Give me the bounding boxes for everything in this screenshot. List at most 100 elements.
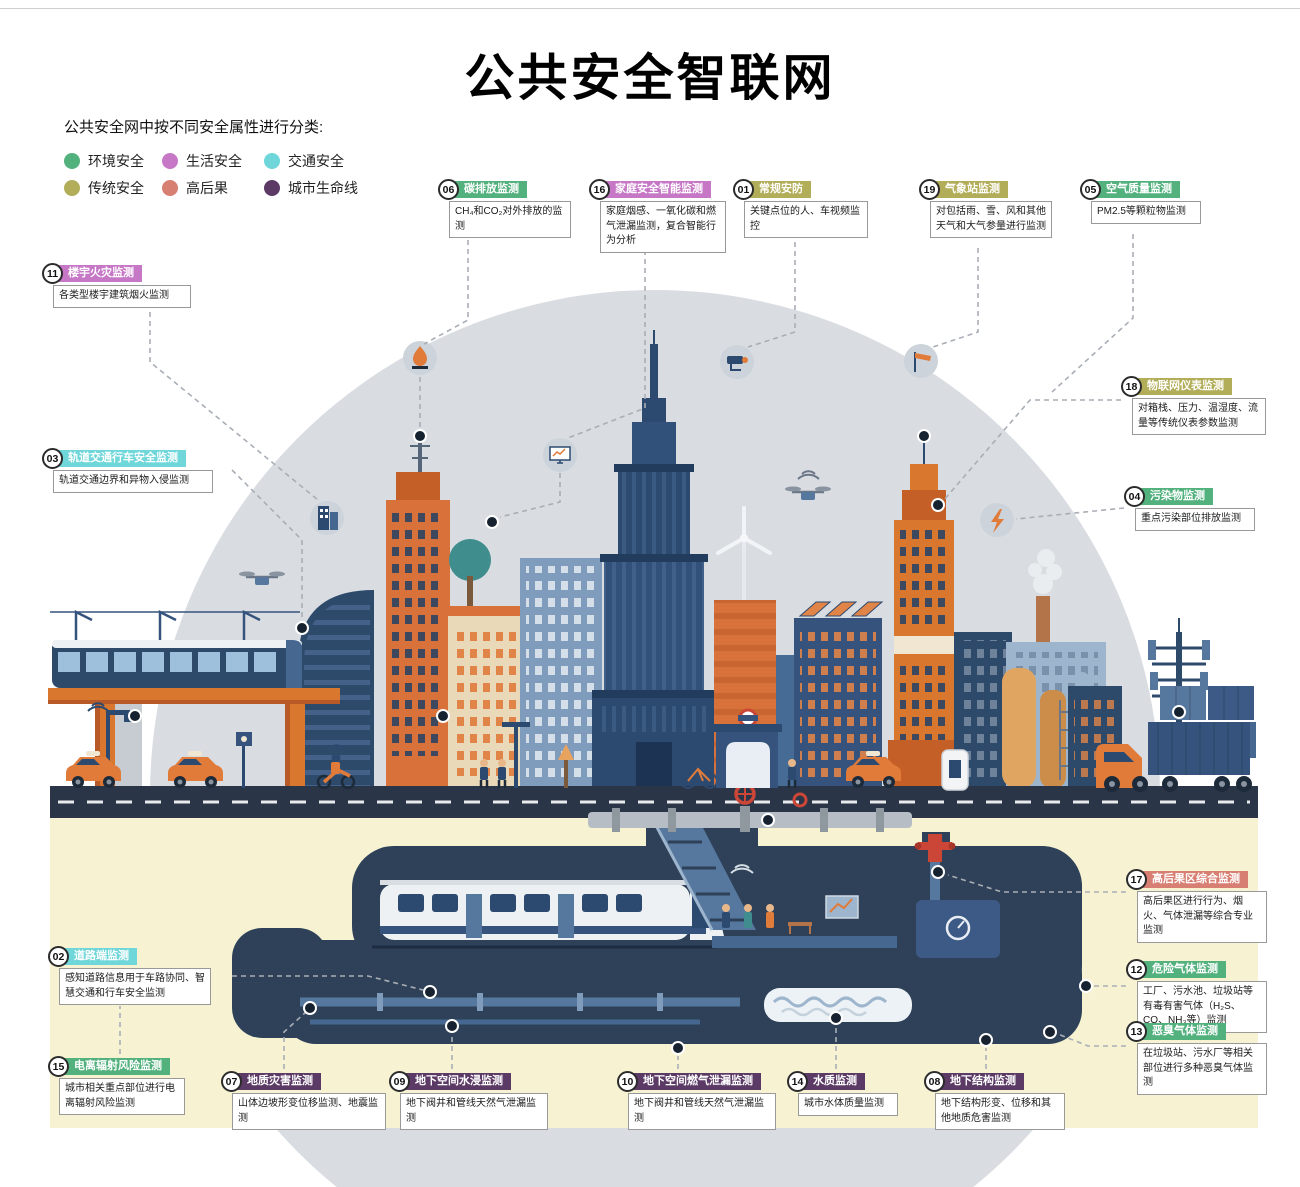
cctv-icon — [720, 345, 754, 379]
callout-building-fire: 11 楼宇火灾监测 各类型楼宇建筑烟火监测 — [42, 263, 191, 308]
monitor-icon — [543, 438, 577, 472]
callout-roadside: 02 道路端监测 感知道路信息用于车路协同、智慧交通和行车安全监测 — [48, 946, 211, 1005]
callout-title: 空气质量监测 — [1092, 181, 1180, 198]
hydrant — [914, 834, 956, 862]
legend: 环境安全 生活安全 交通安全 传统安全 高后果 城市生命线 — [64, 147, 384, 201]
number-badge: 10 — [617, 1071, 638, 1092]
water-pool — [764, 988, 912, 1022]
callout-high-consequence-zone: 17 高后果区综合监测 高后果区进行行为、烟火、气体泄漏等综合专业监测 — [1126, 869, 1267, 943]
callout-conventional-security: 01 常规安防 关键点位的人、车视频监控 — [733, 179, 868, 238]
callout-desc: 城市水体质量监测 — [798, 1093, 898, 1116]
legend-label: 城市生命线 — [288, 179, 358, 196]
callout-odor-gas: 13 恶臭气体监测 在垃圾站、污水厂等相关部位进行多种恶臭气体监测 — [1126, 1021, 1267, 1095]
callout-title: 道路端监测 — [60, 948, 137, 965]
callout-desc: 城市相关重点部位进行电离辐射风险监测 — [59, 1078, 185, 1115]
callout-title: 地下结构监测 — [936, 1073, 1024, 1090]
icon-badges — [239, 341, 1014, 585]
callout-underground-gas-leak: 10 地下空间燃气泄漏监测 地下阀井和管线天然气泄漏监测 — [617, 1071, 776, 1130]
number-badge: 16 — [589, 179, 610, 200]
callout-title: 碳排放监测 — [450, 181, 527, 198]
building-icon — [310, 501, 344, 535]
callout-desc: 地下结构形变、位移和其他地质危害监测 — [935, 1093, 1065, 1130]
callout-desc: 关键点位的人、车视频监控 — [744, 201, 868, 238]
callout-title: 水质监测 — [799, 1073, 865, 1090]
callout-desc: 轨道交通边界和异物入侵监测 — [53, 470, 213, 493]
legend-item-life: 生活安全 — [162, 147, 264, 174]
street-props — [66, 702, 1252, 792]
callout-title: 气象站监测 — [931, 181, 1008, 198]
callout-desc: 山体边坡形变位移监测、地震监测 — [232, 1093, 386, 1130]
callout-iot-meters: 18 物联网仪表监测 对箱栈、压力、温湿度、流量等传统仪表参数监测 — [1121, 376, 1266, 435]
legend-color-dot — [162, 152, 178, 169]
windsock-icon — [904, 344, 938, 378]
legend-color-dot — [162, 179, 178, 196]
number-badge: 07 — [221, 1071, 242, 1092]
callout-water-quality: 14 水质监测 城市水体质量监测 — [787, 1071, 898, 1116]
number-badge: 01 — [733, 179, 754, 200]
legend-item-traditional: 传统安全 — [64, 174, 162, 201]
classification-note: 公共安全网中按不同安全属性进行分类: — [64, 119, 324, 136]
number-badge: 06 — [438, 179, 459, 200]
legend-item-traffic: 交通安全 — [264, 147, 384, 174]
callout-title: 轨道交通行车安全监测 — [54, 450, 186, 467]
callout-title: 污染物监测 — [1136, 488, 1213, 505]
monorail-train — [52, 640, 302, 688]
legend-label: 传统安全 — [88, 179, 144, 196]
callout-desc: 在垃圾站、污水厂等相关部位进行多种恶臭气体监测 — [1137, 1043, 1267, 1095]
callout-desc: 地下阀井和管线天然气泄漏监测 — [400, 1093, 548, 1130]
number-badge: 14 — [787, 1071, 808, 1092]
scooter — [316, 744, 356, 790]
callout-title: 地质灾害监测 — [233, 1073, 321, 1090]
callout-home-safety: 16 家庭安全智能监测 家庭烟感、一氧化碳和燃气泄漏监测，复合智能行为分析 — [589, 179, 726, 253]
callout-title: 常规安防 — [745, 181, 811, 198]
callout-title: 地下空间燃气泄漏监测 — [629, 1073, 761, 1090]
connector-lines — [119, 224, 1134, 1069]
number-badge: 18 — [1121, 376, 1142, 397]
callout-carbon-emission: 06 碳排放监测 CH₄和CO₂对外排放的监测 — [438, 179, 571, 238]
callout-desc: 家庭烟感、一氧化碳和燃气泄漏监测，复合智能行为分析 — [600, 201, 726, 253]
callout-desc: CH₄和CO₂对外排放的监测 — [449, 201, 571, 238]
lightning-icon — [980, 503, 1014, 537]
callout-title: 楼宇火灾监测 — [54, 265, 142, 282]
number-badge: 08 — [924, 1071, 945, 1092]
callout-air-quality: 05 空气质量监测 PM2.5等颗粒物监测 — [1080, 179, 1201, 224]
callout-desc: 高后果区进行行为、烟火、气体泄漏等综合专业监测 — [1137, 891, 1267, 943]
number-badge: 09 — [389, 1071, 410, 1092]
callout-title: 物联网仪表监测 — [1133, 378, 1232, 395]
number-badge: 12 — [1126, 959, 1147, 980]
legend-item-lifeline: 城市生命线 — [264, 174, 384, 201]
callout-underground-flooding: 09 地下空间水浸监测 地下阀井和管线天然气泄漏监测 — [389, 1071, 548, 1130]
number-badge: 19 — [919, 179, 940, 200]
callout-desc: 感知道路信息用于车路协同、智慧交通和行车安全监测 — [59, 968, 211, 1005]
legend-label: 环境安全 — [88, 152, 144, 169]
page-title: 公共安全智联网 — [464, 50, 836, 106]
callout-desc: 重点污染部位排放监测 — [1135, 508, 1255, 531]
callout-desc: PM2.5等颗粒物监测 — [1091, 201, 1201, 224]
callout-title: 高后果区综合监测 — [1138, 871, 1248, 888]
callout-pollutant: 04 污染物监测 重点污染部位排放监测 — [1124, 486, 1255, 531]
number-badge: 05 — [1080, 179, 1101, 200]
utility-pipe — [588, 783, 912, 832]
callout-title: 恶臭气体监测 — [1138, 1023, 1226, 1040]
legend-item-environment: 环境安全 — [64, 147, 162, 174]
metro-entrance — [712, 708, 782, 788]
legend-label: 交通安全 — [288, 152, 344, 169]
number-badge: 11 — [42, 263, 63, 284]
number-badge: 03 — [42, 448, 63, 469]
legend-color-dot — [264, 152, 280, 169]
callout-desc: 地下阀井和管线天然气泄漏监测 — [628, 1093, 776, 1130]
legend-color-dot — [64, 152, 80, 169]
callout-ionizing-radiation: 15 电离辐射风险监测 城市相关重点部位进行电离辐射风险监测 — [48, 1056, 185, 1115]
number-badge: 15 — [48, 1056, 69, 1077]
callout-geological-hazard: 07 地质灾害监测 山体边坡形变位移监测、地震监测 — [221, 1071, 386, 1130]
callout-title: 危险气体监测 — [1138, 961, 1226, 978]
legend-item-high-consequence: 高后果 — [162, 174, 264, 201]
number-badge: 04 — [1124, 486, 1145, 507]
callout-desc: 对箱栈、压力、温湿度、流量等传统仪表参数监测 — [1132, 398, 1266, 435]
callout-weather-station: 19 气象站监测 对包括雨、雪、风和其他天气和大气参量进行监测 — [919, 179, 1052, 238]
callout-title: 电离辐射风险监测 — [60, 1058, 170, 1075]
legend-label: 高后果 — [186, 179, 228, 196]
callout-title: 地下空间水浸监测 — [401, 1073, 511, 1090]
legend-label: 生活安全 — [186, 152, 242, 169]
number-badge: 17 — [1126, 869, 1147, 890]
